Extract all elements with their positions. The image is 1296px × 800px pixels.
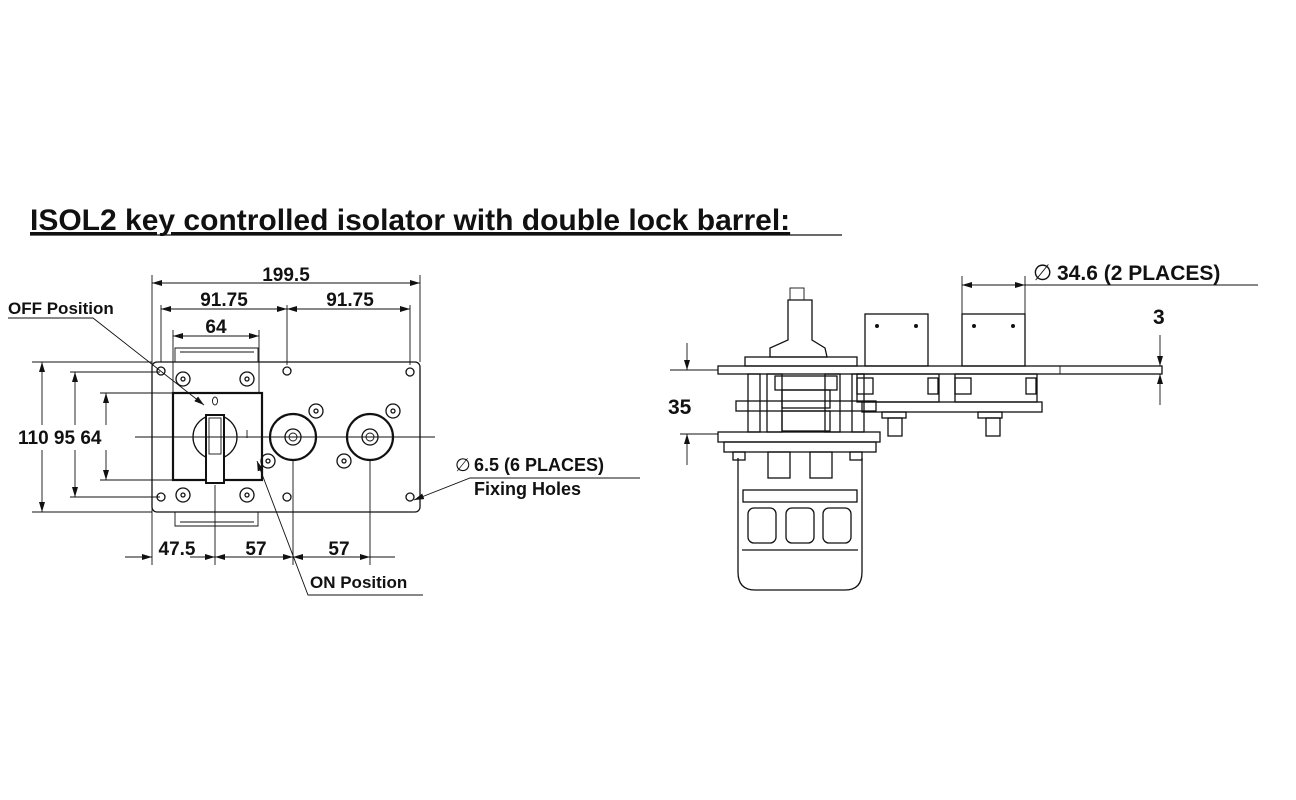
dim-hole-spacing-right: 91.75 xyxy=(326,290,374,311)
handle-grip xyxy=(208,417,222,455)
switch-spindle xyxy=(789,287,805,301)
dim-overall-width: 199.5 xyxy=(262,265,310,286)
barrel-mechanism xyxy=(856,373,1043,437)
drawing-title: ISOL2 key controlled isolator with doubl… xyxy=(30,204,790,237)
switch-flange xyxy=(744,356,858,367)
fixing-hole-diameter-label: 6.5 (6 PLACES) xyxy=(474,455,604,475)
barrel-diameter-label: 34.6 (2 PLACES) xyxy=(1057,262,1220,285)
side-view: 35 3 ∅ 34.6 (2 PLACES) xyxy=(668,260,1258,591)
top-clip xyxy=(174,347,259,362)
dim-depth: 35 xyxy=(668,396,692,419)
dim-switch-width: 64 xyxy=(205,317,227,338)
barrel-housing-2 xyxy=(961,313,1026,367)
bottom-clip xyxy=(174,512,259,527)
switch-handle xyxy=(205,414,225,484)
side-dimension-lines xyxy=(670,276,1258,465)
dim-bottom-1: 47.5 xyxy=(159,539,196,560)
dimension-lines xyxy=(8,275,640,596)
dim-bottom-2: 57 xyxy=(245,539,266,560)
dim-bottom-3: 57 xyxy=(328,539,349,560)
dim-hole-spacing-left: 91.75 xyxy=(200,290,248,311)
barrel-housing-1 xyxy=(864,313,929,367)
panel-plate xyxy=(717,365,1163,375)
off-position-label: OFF Position xyxy=(8,299,114,318)
bolts xyxy=(175,371,401,503)
switch-shaft xyxy=(769,299,828,358)
diameter-symbol: ∅ xyxy=(1033,260,1052,285)
dim-plate-thickness: 3 xyxy=(1153,306,1165,329)
switch-mechanism xyxy=(717,373,881,591)
on-position-label: ON Position xyxy=(310,573,407,592)
front-view: 199.5 91.75 91.75 64 110 95 64 47.5 57 5… xyxy=(8,265,640,596)
off-mark xyxy=(212,396,218,406)
fixing-holes-label: Fixing Holes xyxy=(474,479,581,499)
diameter-symbol: ∅ xyxy=(455,455,471,475)
dim-heights: 110 95 64 xyxy=(18,428,102,449)
